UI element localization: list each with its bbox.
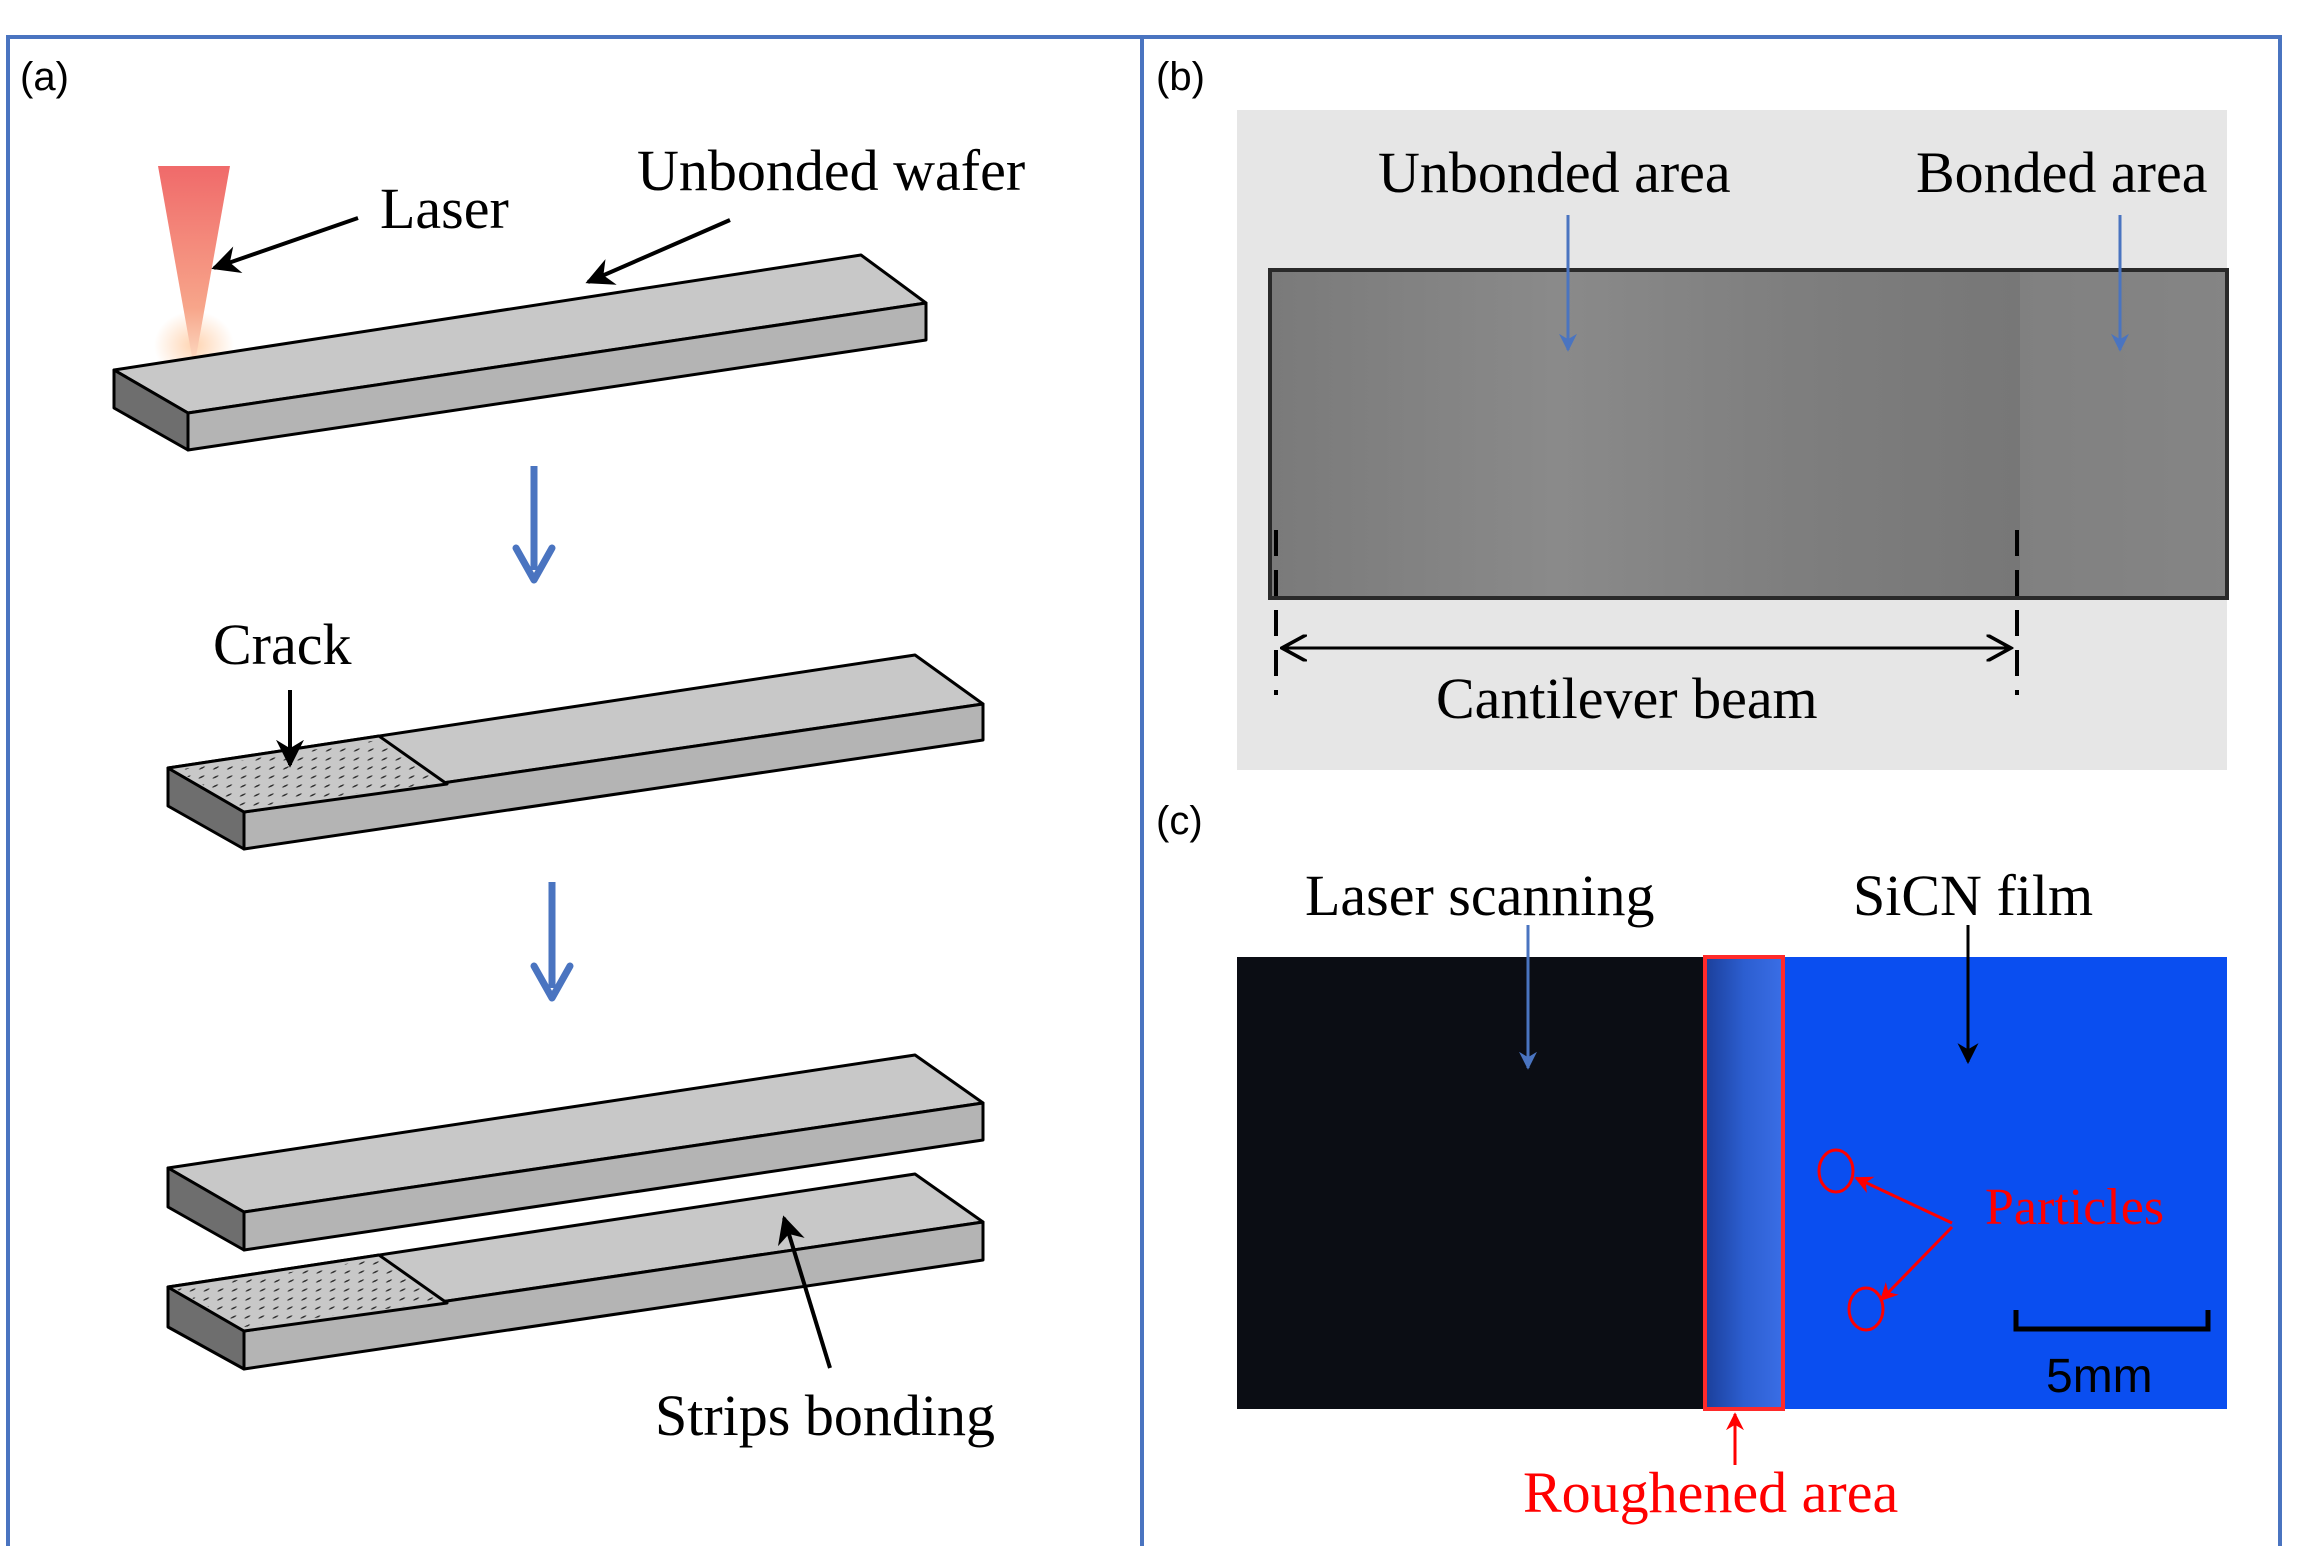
unbonded-wafer-strip <box>112 253 928 452</box>
bonded-area-region <box>2020 270 2227 598</box>
unbonded-area-label: Unbonded area <box>1378 140 1731 205</box>
flow-arrow-down-1 <box>512 466 556 584</box>
particle-pointer-arrow-1 <box>1854 1176 1953 1225</box>
panel-b-label: (b) <box>1156 55 1205 99</box>
crack-dots <box>176 740 440 808</box>
roughened-region <box>1705 957 1783 1409</box>
laser-scanning-label: Laser scanning <box>1305 863 1654 928</box>
laser-beam-icon <box>154 166 234 379</box>
particle-circle-2 <box>1847 1286 1885 1332</box>
scale-bar <box>2013 1310 2211 1332</box>
particle-circle-1 <box>1817 1148 1855 1194</box>
sicn-film-label: SiCN film <box>1853 863 2093 928</box>
crack-label: Crack <box>213 612 352 677</box>
top-bonded-strip <box>166 1053 985 1252</box>
laser-label: Laser <box>380 176 509 241</box>
panel-a-label: (a) <box>20 55 69 99</box>
panel-bc-frame <box>1140 35 2282 1546</box>
laser-scanned-region <box>1237 957 1705 1409</box>
strips-bonding-label: Strips bonding <box>655 1383 995 1448</box>
flow-arrow-down-2 <box>530 882 574 1002</box>
scale-bar-label: 5mm <box>2046 1350 2153 1403</box>
cantilever-beam-label: Cantilever beam <box>1436 666 1818 731</box>
unbonded-wafer-label: Unbonded wafer <box>637 138 1025 203</box>
strips-bonding-pointer-arrow <box>778 1215 832 1369</box>
laser-pointer-arrow <box>211 216 359 273</box>
panel-c-label: (c) <box>1156 799 1203 843</box>
strip-photo-outline <box>1268 268 2229 600</box>
bonded-area-label: Bonded area <box>1916 140 2207 205</box>
unbonded-wafer-pointer-arrow <box>585 218 731 285</box>
particles-label: Particles <box>1985 1179 2164 1236</box>
bottom-strip-crack-dots <box>176 1259 440 1327</box>
roughened-area-box <box>1703 955 1785 1411</box>
roughened-area-label: Roughened area <box>1523 1460 1898 1525</box>
particle-pointer-arrow-2 <box>1879 1225 1954 1302</box>
